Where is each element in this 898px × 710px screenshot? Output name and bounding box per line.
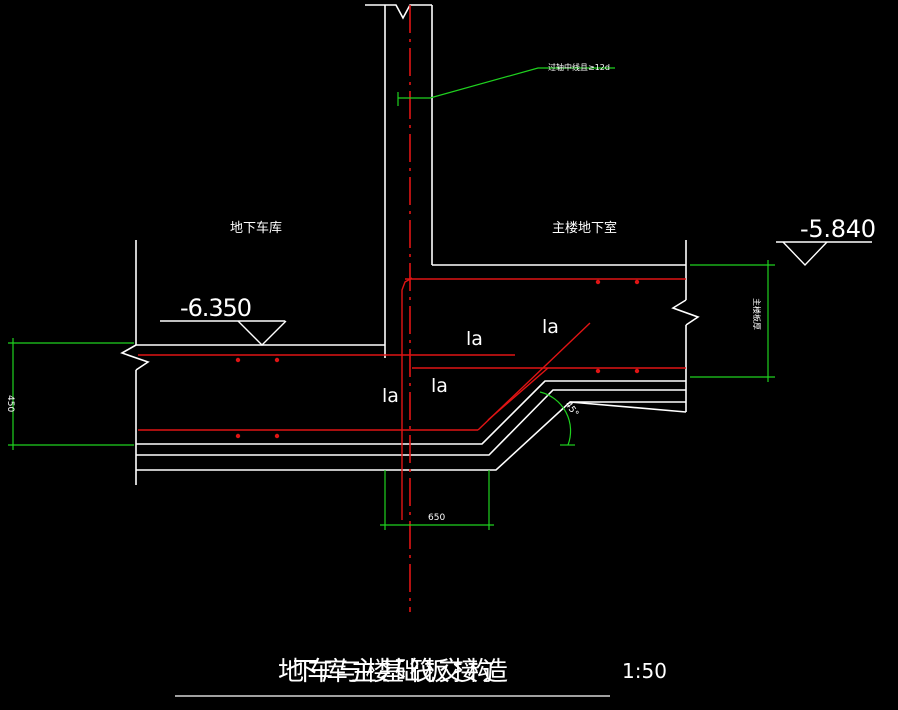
la-label-3: la	[382, 385, 399, 407]
drawing-title: 地下车库与主楼基础筏板交接构造	[278, 657, 508, 687]
garage-label: 地下车库	[230, 220, 282, 236]
rebar-dots	[235, 279, 640, 439]
la-label-4: la	[431, 375, 448, 397]
scale-label: 1:50	[622, 659, 667, 683]
la-label-2: la	[542, 316, 559, 338]
la-label-1: la	[466, 328, 483, 350]
dimensions	[8, 67, 775, 530]
elevation-left: -6.350	[180, 294, 252, 322]
anchor-note: 过轴中线且≥12d	[548, 62, 610, 72]
elevation-markers	[160, 241, 872, 346]
dim-bottom-label: 650	[428, 513, 445, 523]
dim-right-label: 主楼板厚	[752, 298, 762, 330]
rebar	[138, 277, 686, 520]
main-basement-label: 主楼地下室	[552, 220, 617, 236]
concrete-outline	[120, 4, 700, 485]
dim-left-label: 450	[5, 395, 15, 412]
elevation-right: -5.840	[800, 215, 876, 243]
